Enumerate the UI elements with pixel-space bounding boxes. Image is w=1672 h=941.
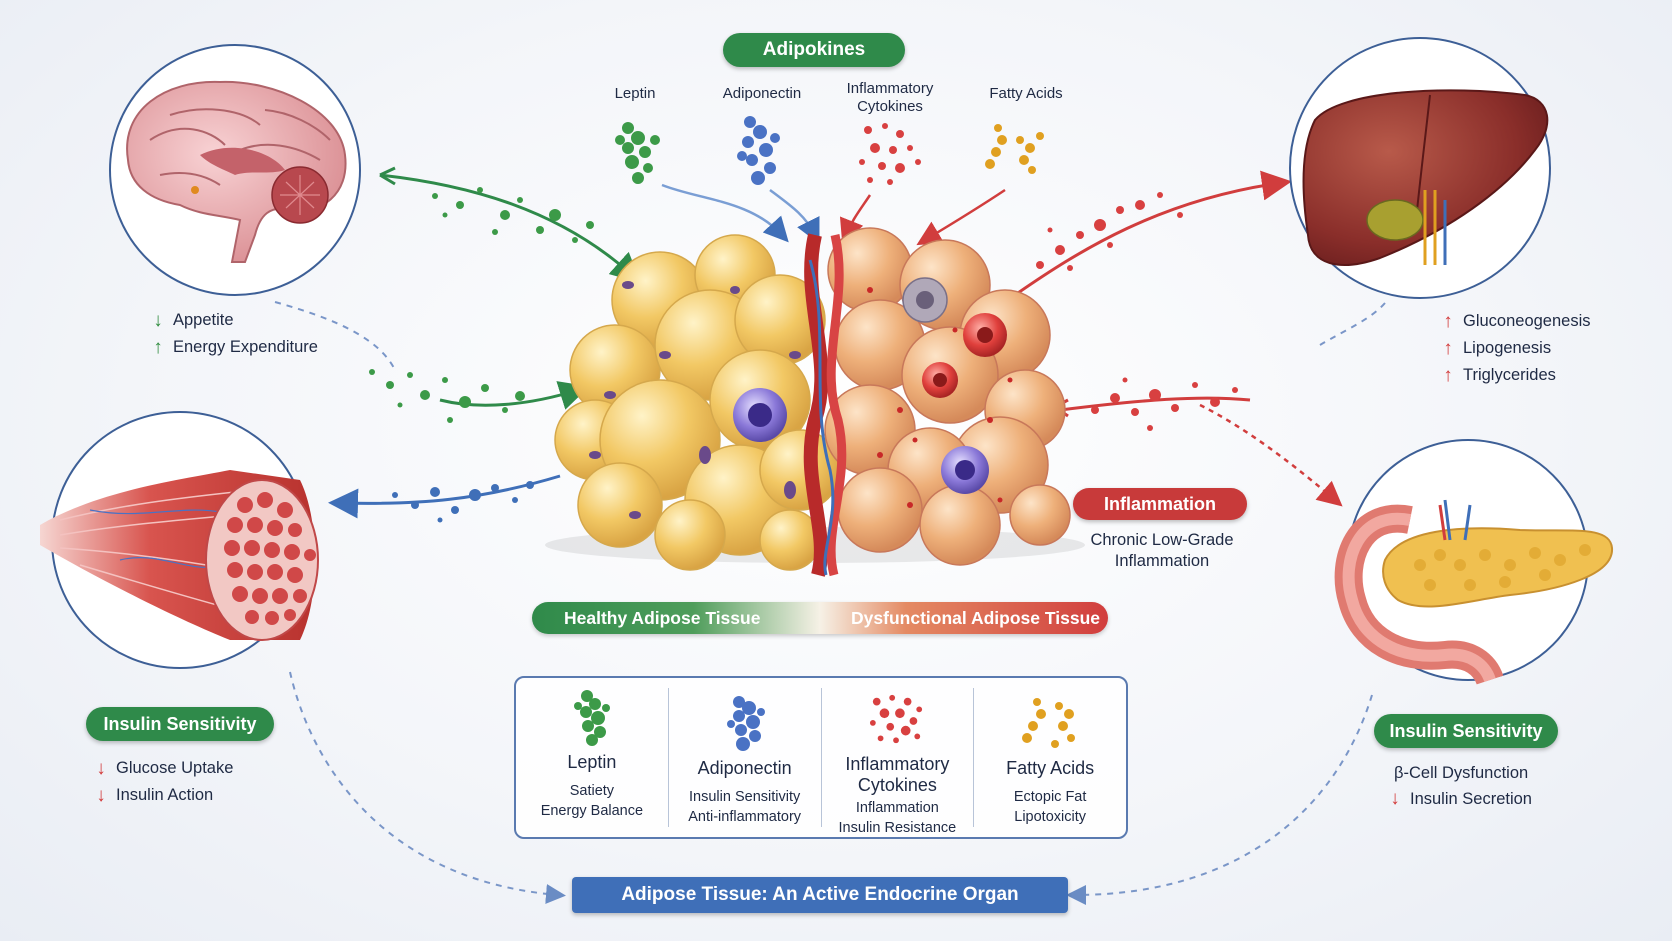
brain-effects: ↓ Appetite ↑ Energy Expenditure <box>152 307 318 361</box>
legend-inner: Fatty Acids Ectopic Fat Lipotoxicity <box>974 692 1126 827</box>
fattyacid-signal-arrow <box>1054 377 1343 507</box>
cytokine-legend-icon <box>870 694 923 744</box>
legend-item-leptin: Leptin Satiety Energy Balance <box>516 678 668 837</box>
adiponectin-signal-arrow <box>328 474 561 523</box>
liver-signal-arrow <box>1014 170 1292 297</box>
inflammatory-top-label: Inflammatory Cytokines <box>834 80 946 116</box>
legend-title: Adiponectin <box>697 758 792 778</box>
liver-effect-text: Triglycerides <box>1463 366 1556 384</box>
tissue-state-bar: Healthy Adipose Tissue Dysfunctional Adi… <box>532 602 1108 634</box>
adiponectin-molecule-icon <box>737 116 780 185</box>
muscle-effect-text: Insulin Action <box>116 786 214 804</box>
down-arrow-icon: ↓ <box>96 758 106 779</box>
down-arrow-icon: ↓ <box>153 310 163 331</box>
legend-item-cytokines: Inflammatory Cytokines Inflammation Insu… <box>820 688 974 836</box>
inflammation-line2: Inflammation <box>1114 552 1210 570</box>
adipokine-inflow-arrows <box>661 183 1006 246</box>
leptin-molecule-icon <box>615 122 660 184</box>
fatty-acid-molecule-icon <box>985 124 1044 174</box>
liver-effect-row: ↑ Triglycerides <box>1442 362 1591 389</box>
up-arrow-icon: ↑ <box>1443 365 1453 386</box>
liver-effects: ↑ Gluconeogenesis ↑ Lipogenesis ↑ Triglycer… <box>1442 308 1591 389</box>
legend-desc-2: Energy Balance <box>540 803 644 819</box>
inflammation-line1: Chronic Low-Grade <box>1090 531 1234 549</box>
liver-effect-row: ↑ Lipogenesis <box>1442 335 1591 362</box>
legend-item-adiponectin: Adiponectin Insulin Sensitivity Anti-inf… <box>667 688 821 827</box>
brain-effect-text: Energy Expenditure <box>173 338 318 356</box>
dashed-connectors <box>274 301 1386 905</box>
brain-effect-text: Appetite <box>173 311 234 329</box>
legend-desc-1: Ectopic Fat <box>1013 789 1087 805</box>
healthy-tissue-label: Healthy Adipose Tissue <box>564 608 761 628</box>
legend-title: Leptin <box>567 752 617 772</box>
fatty-acid-legend-icon <box>1022 698 1076 748</box>
adiponectin-legend-icon <box>726 696 765 751</box>
dysfunctional-tissue-label: Dysfunctional Adipose Tissue <box>851 608 1100 628</box>
legend-desc-2: Lipotoxicity <box>1014 809 1086 825</box>
up-arrow-icon: ↑ <box>1443 311 1453 332</box>
adipose-tissue-cluster <box>545 227 1085 577</box>
adiponectin-top-label: Adiponectin <box>722 85 802 102</box>
muscle-effect-text: Glucose Uptake <box>116 759 234 777</box>
pancreas-effect-text: Insulin Secretion <box>1410 790 1532 808</box>
inflammation-description: Chronic Low-Grade Inflammation <box>1072 530 1252 572</box>
legend-inner: Inflammatory Cytokines Inflammation Insu… <box>822 692 974 838</box>
legend-desc-2: Insulin Resistance <box>838 820 957 836</box>
pancreas-to-footer-dash <box>1066 694 1373 905</box>
muscle-illustration <box>40 411 319 669</box>
brain-to-muscle-dash <box>274 301 396 371</box>
inflammatory-top-line2: Cytokines <box>857 98 923 115</box>
leptin-top-label: Leptin <box>614 85 656 102</box>
adipokines-title-badge: Adipokines <box>723 33 905 67</box>
muscle-effect-row: ↓ Glucose Uptake <box>95 755 233 782</box>
muscle-effects: ↓ Glucose Uptake ↓ Insulin Action <box>95 755 233 809</box>
pancreas-insulin-sensitivity-badge: Insulin Sensitivity <box>1374 714 1558 748</box>
fatty-acids-top-label: Fatty Acids <box>989 85 1063 102</box>
legend-desc-1: Insulin Sensitivity <box>689 789 801 805</box>
muscle-to-footer-dash <box>289 671 566 904</box>
brain-effect-row: ↑ Energy Expenditure <box>152 334 318 361</box>
inflammation-badge: Inflammation <box>1073 488 1247 520</box>
down-arrow-icon: ↓ <box>1390 788 1400 809</box>
cytokine-molecule-icon <box>859 123 921 185</box>
legend-title: Inflammatory <box>845 754 950 774</box>
liver-effect-text: Lipogenesis <box>1463 339 1552 357</box>
pancreas-effect-row: ↓ Insulin Secretion <box>1389 786 1532 812</box>
legend-title-2: Cytokines <box>857 775 937 795</box>
adipokine-legend: Leptin Satiety Energy Balance Adiponecti… <box>514 676 1128 839</box>
liver-effect-text: Gluconeogenesis <box>1463 312 1591 330</box>
legend-desc-2: Anti-inflammatory <box>688 809 802 825</box>
legend-title: Fatty Acids <box>1006 758 1095 778</box>
inflammatory-top-line1: Inflammatory <box>846 80 934 97</box>
muscle-insulin-sensitivity-badge: Insulin Sensitivity <box>86 707 274 741</box>
pancreas-illustration <box>1334 439 1614 686</box>
liver-to-pancreas-dash <box>1319 302 1386 346</box>
brain-signal-arrow <box>379 166 641 284</box>
up-arrow-icon: ↑ <box>153 337 163 358</box>
up-arrow-icon: ↑ <box>1443 338 1453 359</box>
liver-illustration <box>1289 37 1551 299</box>
pancreas-effect-text: β-Cell Dysfunction <box>1394 764 1529 782</box>
leptin-legend-icon <box>573 690 610 746</box>
brain-illustration <box>109 44 361 296</box>
leptin-signal-arrow <box>369 369 590 423</box>
footer-title-banner: Adipose Tissue: An Active Endocrine Orga… <box>572 877 1068 913</box>
legend-inner: Adiponectin Insulin Sensitivity Anti-inf… <box>669 692 821 827</box>
muscle-effect-row: ↓ Insulin Action <box>95 782 233 809</box>
down-arrow-icon: ↓ <box>96 785 106 806</box>
pancreas-effect-row: β-Cell Dysfunction <box>1389 760 1532 786</box>
legend-item-fatty-acids: Fatty Acids Ectopic Fat Lipotoxicity <box>973 688 1126 827</box>
pancreas-effects: β-Cell Dysfunction ↓ Insulin Secretion <box>1389 760 1532 812</box>
brain-effect-row: ↓ Appetite <box>152 307 318 334</box>
liver-effect-row: ↑ Gluconeogenesis <box>1442 308 1591 335</box>
legend-desc-1: Inflammation <box>855 800 939 816</box>
legend-desc-1: Satiety <box>569 783 615 799</box>
